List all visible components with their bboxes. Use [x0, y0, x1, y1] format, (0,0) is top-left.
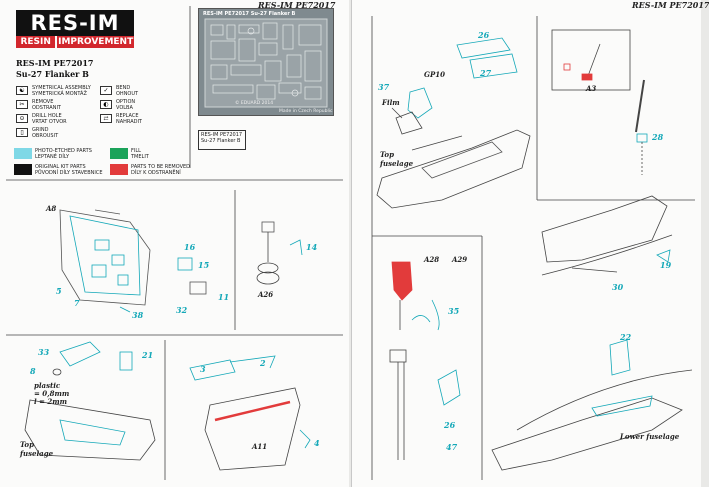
- kit-code-title: RES-IM PE72017: [16, 58, 94, 68]
- left-instruction-sheet: RES-IM PE72017 RES-IM RESIN IMPROVEMENT …: [0, 0, 349, 487]
- pe-parts-swatch: [14, 148, 32, 159]
- replace-icon: ⇄: [100, 114, 112, 123]
- part-label-14: 14: [306, 242, 318, 252]
- part-label-35: 35: [448, 306, 460, 316]
- part-label-8: 8: [30, 366, 36, 376]
- sheet-code-right: RES-IM PE72017: [632, 0, 709, 10]
- fill-swatch: [110, 148, 128, 159]
- right-assembly-drawings: [371, 16, 695, 480]
- bend-icon: ✓: [100, 86, 112, 95]
- symmetric-icon: ☯: [16, 86, 28, 95]
- part-label-a3: A3: [586, 84, 597, 93]
- part-label-3: 3: [200, 364, 206, 374]
- legend-removed: PARTS TO BE REMOVED DÍLY K ODSTRANĚNÍ: [131, 164, 191, 176]
- fret-reference-box: RES-IM PE72017 Su-27 Flanker B: [198, 130, 246, 150]
- part-label-a29: A29: [452, 255, 468, 264]
- legend-bend: BEND OHNOUT: [116, 85, 139, 97]
- part-label-38: 38: [132, 310, 144, 320]
- fret-parts-drawing: [204, 18, 328, 108]
- legend-kit-parts: ORIGINAL KIT PARTS PŮVODNÍ DÍLY STAVEBNI…: [35, 164, 103, 176]
- part-label-30: 30: [612, 282, 624, 292]
- part-label-gp10: GP10: [424, 70, 445, 79]
- part-label-a8: A8: [46, 204, 57, 213]
- part-label-21: 21: [142, 350, 154, 360]
- part-label-32: 32: [176, 305, 188, 315]
- part-label-47: 47: [446, 442, 458, 452]
- kit-name-title: Su-27 Flanker B: [16, 69, 89, 79]
- part-label-a28: A28: [424, 255, 440, 264]
- lower-fuselage-label: Lower fuselage: [620, 432, 680, 441]
- film-label: Film: [382, 98, 400, 107]
- grind-icon: ▯: [16, 128, 28, 137]
- part-label-11: 11: [218, 292, 230, 302]
- part-label-a11: A11: [252, 442, 268, 451]
- remove-icon: ✂: [16, 100, 28, 109]
- part-label-15: 15: [198, 260, 210, 270]
- left-assembly-drawings: [6, 6, 343, 480]
- option-icon: ◐: [100, 100, 112, 109]
- part-label-22: 22: [620, 332, 632, 342]
- part-label-7: 7: [74, 298, 80, 308]
- legend-replace: REPLACE NAHRADIT: [116, 113, 142, 125]
- part-label-5: 5: [56, 286, 62, 296]
- pe-fret-photo: RES-IM PE72017 Su-27 Flanker B © EDUARD …: [198, 8, 334, 116]
- part-label-2: 2: [260, 358, 266, 368]
- top-fuselage-label-right: Top fuselage: [380, 150, 414, 168]
- res-im-logo: RES-IM RESIN IMPROVEMENT: [16, 10, 134, 48]
- legend-remove: REMOVE ODSTRANIT: [32, 99, 61, 111]
- sheet-code-left: RES-IM PE72017: [258, 0, 336, 10]
- legend-option: OPTION VOLBA: [116, 99, 136, 111]
- part-label-33: 33: [38, 347, 50, 357]
- legend-fill: FILL TMELIT: [131, 148, 149, 160]
- right-instruction-sheet: RES-IM PE72017: [351, 0, 709, 487]
- top-fuselage-label: Top fuselage: [20, 440, 54, 458]
- legend-drill: DRILL HOLE VRTAT OTVOR: [32, 113, 67, 125]
- legend-pe-parts: PHOTO-ETCHED PARTS LEPTANÉ DÍLY: [35, 148, 92, 160]
- part-label-27: 27: [480, 68, 492, 78]
- part-label-26: 26: [478, 30, 490, 40]
- legend-grind: GRIND OBROUSIT: [32, 127, 59, 139]
- part-label-16: 16: [184, 242, 196, 252]
- part-label-37: 37: [378, 82, 390, 92]
- part-label-4: 4: [314, 438, 320, 448]
- part-label-28: 28: [652, 132, 664, 142]
- legend-symmetric: SYMETRICAL ASSEMBLY SYMETRICKÁ MONTÁŽ: [32, 85, 91, 97]
- part-label-19: 19: [660, 260, 672, 270]
- kit-parts-swatch: [14, 164, 32, 175]
- remove-swatch: [110, 164, 128, 175]
- plastic-rod-note: plastic = 0,8mm l = 2mm: [34, 381, 70, 406]
- part-label-26-lower: 26: [444, 420, 456, 430]
- drill-icon: ⊙: [16, 114, 28, 123]
- part-label-a26: A26: [258, 290, 274, 299]
